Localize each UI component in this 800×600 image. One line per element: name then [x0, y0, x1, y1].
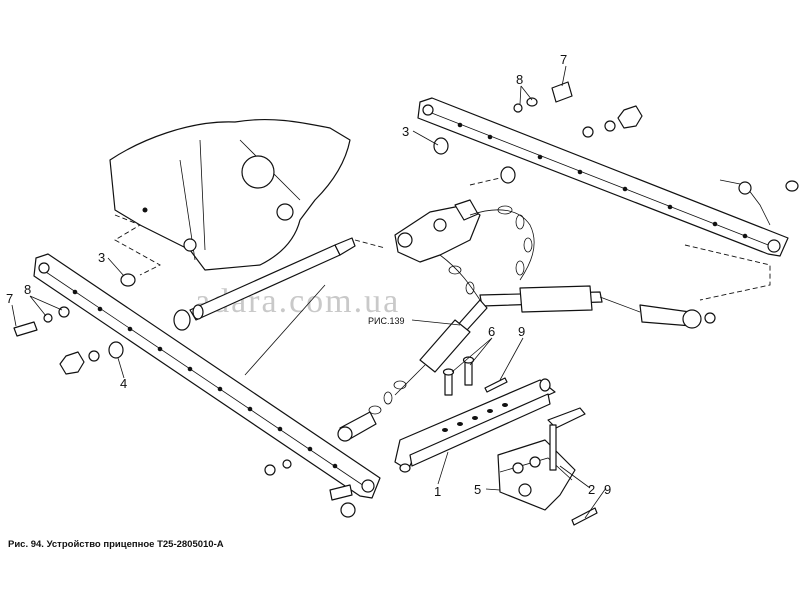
clevis	[497, 439, 576, 511]
pins	[442, 356, 475, 396]
label-part-8-left: 8	[24, 282, 31, 297]
assembly-line-bracket	[114, 214, 161, 276]
label-part-2: 2	[588, 482, 595, 497]
label-part-3-top: 3	[402, 124, 409, 139]
assembly-line-right	[684, 244, 771, 301]
label-part-7-left: 7	[6, 291, 13, 306]
label-part-7-top: 7	[560, 52, 567, 67]
cotter-pin-upper	[484, 377, 508, 393]
chain-right	[719, 179, 799, 226]
center-hitch	[394, 199, 535, 301]
figure-reference: РИС.139	[368, 316, 405, 326]
cotter-pin-lower	[571, 507, 598, 526]
assembly-line-top	[469, 177, 501, 186]
leader-lines	[11, 65, 607, 519]
label-part-9-lower: 9	[604, 482, 611, 497]
label-part-1: 1	[434, 484, 441, 499]
drawbar	[394, 378, 556, 473]
fasteners-bottom	[264, 459, 356, 518]
label-part-4: 4	[120, 376, 127, 391]
label-part-9-upper: 9	[518, 324, 525, 339]
hitch-pin	[547, 407, 586, 471]
cross-shaft	[173, 237, 356, 331]
label-part-6: 6	[488, 324, 495, 339]
right-turnbuckle	[479, 285, 716, 329]
left-lower-link	[33, 253, 381, 499]
assembly-line-shaft	[354, 239, 386, 249]
mounting-bracket	[109, 118, 351, 271]
figure-caption: Рис. 94. Устройство прицепное Т25-280501…	[8, 539, 224, 550]
label-part-5: 5	[474, 482, 481, 497]
fasteners-top-right	[433, 81, 643, 184]
label-part-8-top: 8	[516, 72, 523, 87]
label-part-3-left: 3	[98, 250, 105, 265]
left-turnbuckle	[337, 299, 488, 442]
fasteners-left	[13, 273, 136, 375]
right-upper-link	[417, 97, 789, 257]
